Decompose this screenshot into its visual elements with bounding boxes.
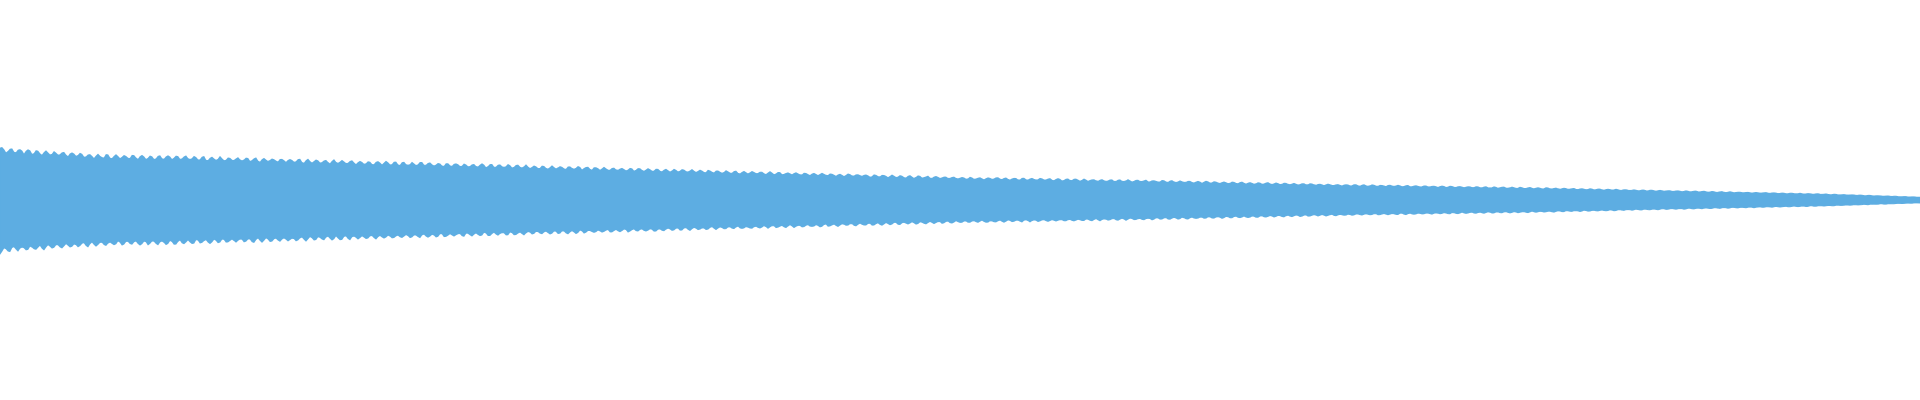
waveform-area bbox=[0, 147, 1920, 255]
